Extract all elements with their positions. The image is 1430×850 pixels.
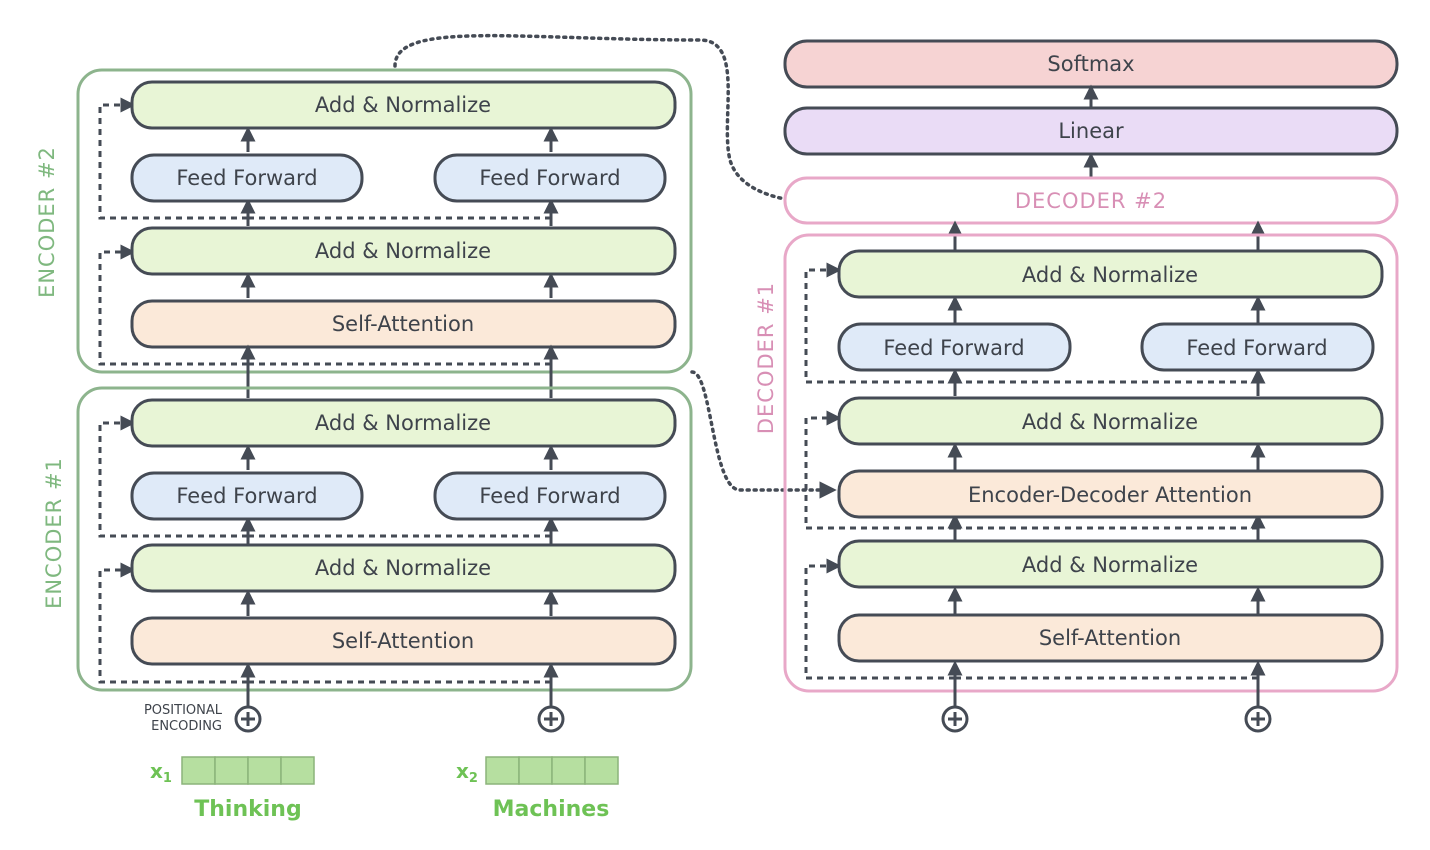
decoder-output-stack: Softmax Linear DECODER #2 [783, 39, 1399, 250]
circle-plus-icon [234, 705, 262, 733]
encoder-1-add-normalize-top [130, 398, 677, 448]
encoder-2-add-normalize-top [130, 80, 677, 130]
encoder-2-self-attention-label: Self-Attention [332, 312, 474, 336]
encoder-to-decoder1-connection [690, 370, 837, 499]
decoder-1-frame [783, 233, 1399, 693]
circle-plus-icon [1244, 705, 1272, 733]
decoder-1-add-normalize-2 [837, 396, 1384, 446]
positional-encoding-label-line1: POSITIONAL [144, 703, 223, 718]
input-embedding-x2: x2 Machines [456, 756, 619, 822]
encoder-2-feed-forward-right [433, 153, 667, 203]
encoder-1-self-attention-label: Self-Attention [332, 629, 474, 653]
encoder-1-residual-top [98, 415, 248, 538]
encoder-inputs: POSITIONAL ENCODING x1 Thinking x2 Machi… [144, 662, 619, 822]
decoder-1-label: DECODER #1 [754, 282, 778, 434]
encoder-2-self-attention [130, 299, 677, 349]
decoder-1-feed-forward-right-label: Feed Forward [1186, 336, 1327, 360]
decoder-2-box [783, 176, 1399, 225]
decoder-1-add-normalize-1 [837, 539, 1384, 589]
decoder-1-residual-mid [804, 410, 955, 530]
input-var-x1: x1 [150, 759, 172, 786]
circle-plus-icon [537, 705, 565, 733]
input-embedding-x1: x1 Thinking [150, 756, 315, 822]
softmax-label: Softmax [1047, 52, 1134, 76]
decoder-1: DECODER #1 Add & Normalize Feed Forward … [754, 233, 1399, 693]
embedding-cell [485, 756, 520, 785]
encoder-2-feed-forward-left [130, 153, 364, 203]
encoder-1-self-attention [130, 616, 677, 666]
decoder-2-label: DECODER #2 [1015, 189, 1167, 213]
decoder-1-encoder-decoder-attention [837, 469, 1384, 519]
encoder-2-add-normalize-top-label: Add & Normalize [315, 93, 491, 117]
encoder-2-residual-bottom [98, 244, 248, 366]
encoder-2-label: ENCODER #2 [35, 146, 59, 298]
decoder-1-add-normalize-2-label: Add & Normalize [1022, 410, 1198, 434]
decoder-1-feed-forward-left [837, 322, 1072, 372]
encoder-1-feed-forward-left-label: Feed Forward [176, 484, 317, 508]
input-word-machines: Machines [493, 797, 610, 822]
encoder-to-decoder2-connection [393, 33, 837, 212]
encoder-2-add-normalize-mid-label: Add & Normalize [315, 239, 491, 263]
embedding-cell [181, 756, 216, 785]
input-word-thinking: Thinking [194, 797, 301, 822]
encoder-2-feed-forward-left-label: Feed Forward [176, 166, 317, 190]
encoder-2-feed-forward-right-label: Feed Forward [479, 166, 620, 190]
encoder-1: ENCODER #1 Add & Normalize Feed Forward … [42, 386, 693, 692]
encoder-1-add-normalize-mid [130, 543, 677, 593]
encoder-1-residual-bottom [98, 562, 248, 684]
embedding-cell [518, 756, 553, 785]
circle-plus-icon [941, 705, 969, 733]
encoder-1-feed-forward-left [130, 471, 364, 521]
encoder-1-label: ENCODER #1 [42, 457, 66, 609]
embedding-cell [551, 756, 586, 785]
decoder-1-self-attention [837, 613, 1384, 663]
decoder-1-self-attention-label: Self-Attention [1039, 626, 1181, 650]
input-var-x2: x2 [456, 759, 478, 786]
embedding-cell [280, 756, 315, 785]
decoder-1-residual-bottom [804, 558, 955, 680]
encoder-1-feed-forward-right [433, 471, 667, 521]
encoder-1-frame [76, 386, 693, 692]
decoder-1-add-normalize-top [837, 249, 1384, 299]
embedding-cell [214, 756, 249, 785]
embedding-cell [584, 756, 619, 785]
embedding-cell [247, 756, 282, 785]
decoder-1-encoder-decoder-attention-label: Encoder-Decoder Attention [968, 483, 1252, 507]
decoder-1-feed-forward-right [1140, 322, 1375, 372]
encoder-2-add-normalize-mid [130, 226, 677, 276]
encoder-1-feed-forward-right-label: Feed Forward [479, 484, 620, 508]
encoder-2-residual-top [98, 97, 248, 220]
decoder-1-add-normalize-1-label: Add & Normalize [1022, 553, 1198, 577]
linear-label: Linear [1058, 119, 1124, 143]
encoder-2-frame [76, 68, 693, 374]
encoder-1-add-normalize-top-label: Add & Normalize [315, 411, 491, 435]
encoder-1-add-normalize-mid-label: Add & Normalize [315, 556, 491, 580]
decoder-1-feed-forward-left-label: Feed Forward [883, 336, 1024, 360]
decoder-1-residual-top [804, 262, 955, 384]
positional-encoding-label-line2: ENCODING [151, 719, 222, 734]
decoder-inputs [941, 660, 1272, 733]
decoder-1-add-normalize-top-label: Add & Normalize [1022, 263, 1198, 287]
encoder-2: ENCODER #2 Add & Normalize Feed Forward … [35, 68, 693, 374]
